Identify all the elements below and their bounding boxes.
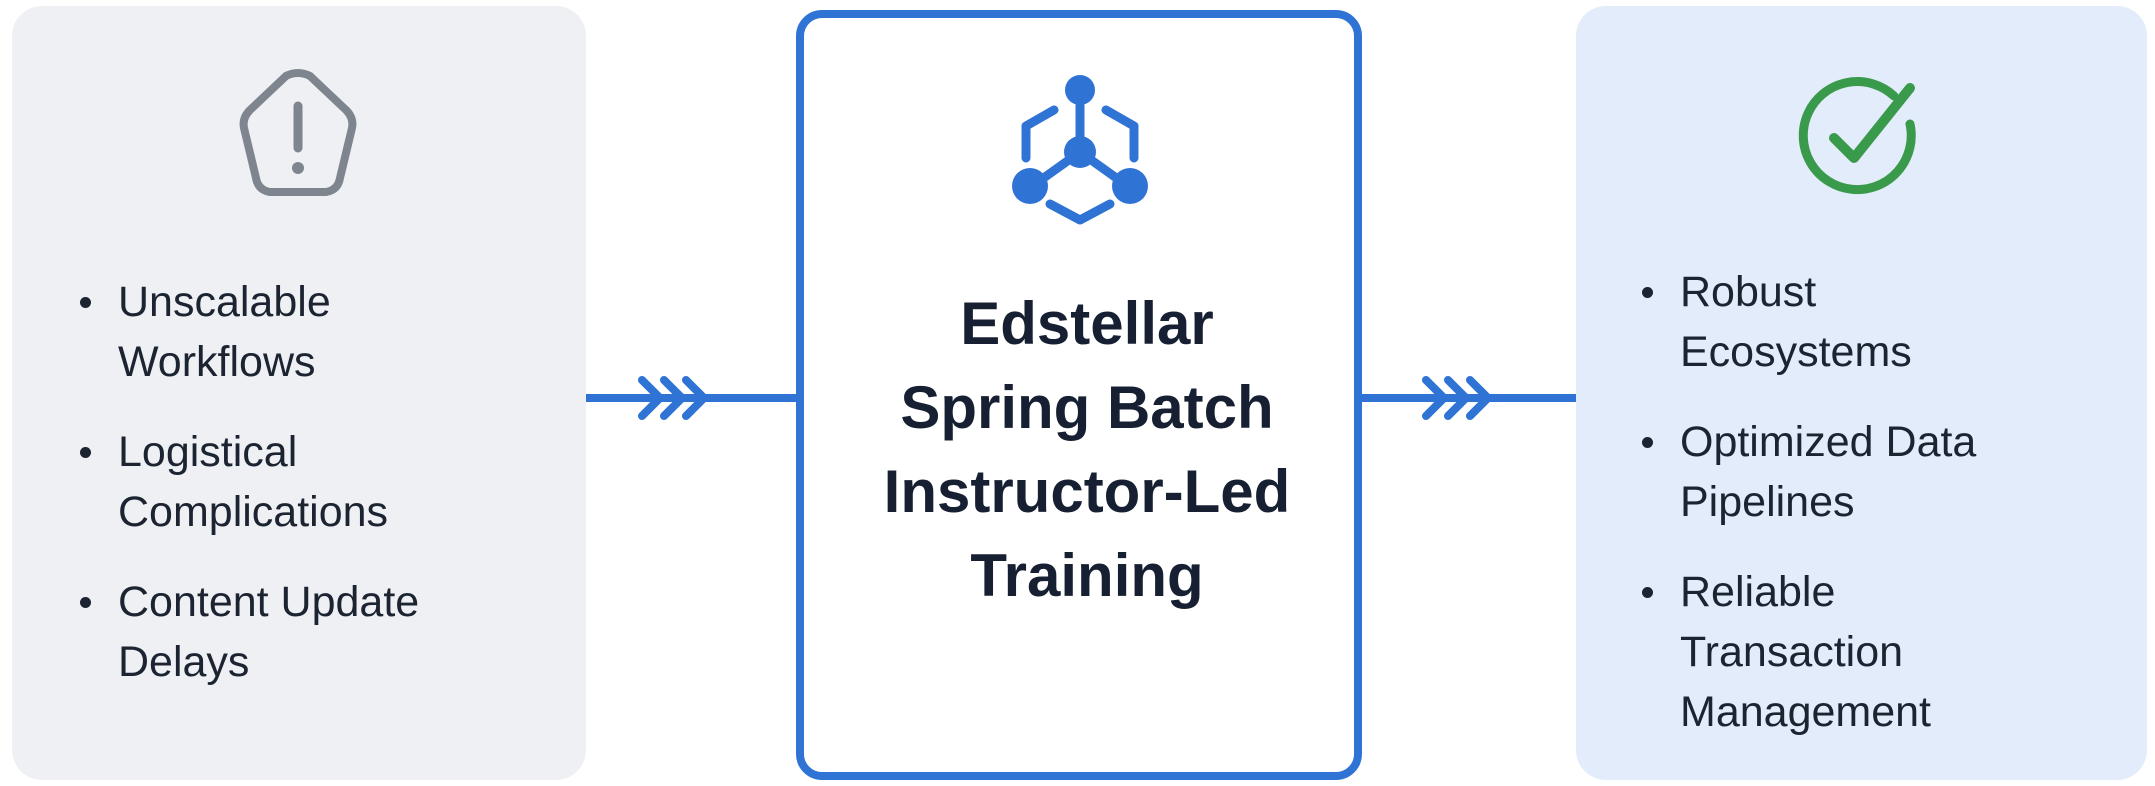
list-item: Content Update Delays: [78, 572, 538, 692]
check-circle-icon: [1790, 66, 1930, 206]
right-connector-arrow: [1362, 368, 1576, 428]
list-item: Robust Ecosystems: [1640, 262, 2110, 382]
benefits-list: Robust Ecosystems Optimized Data Pipelin…: [1640, 262, 2110, 772]
network-hub-icon: [1000, 70, 1160, 230]
list-item: Unscalable Workflows: [78, 272, 538, 392]
training-title: Edstellar Spring Batch Instructor-Led Tr…: [883, 290, 1291, 609]
left-connector-arrow: [586, 368, 798, 428]
list-item: Reliable Transaction Management: [1640, 562, 2110, 742]
problems-list: Unscalable Workflows Logistical Complica…: [78, 272, 538, 722]
benefits-panel: [1576, 6, 2147, 780]
list-item: Optimized Data Pipelines: [1640, 412, 2110, 532]
warning-icon: [228, 66, 368, 206]
list-item: Logistical Complications: [78, 422, 538, 542]
